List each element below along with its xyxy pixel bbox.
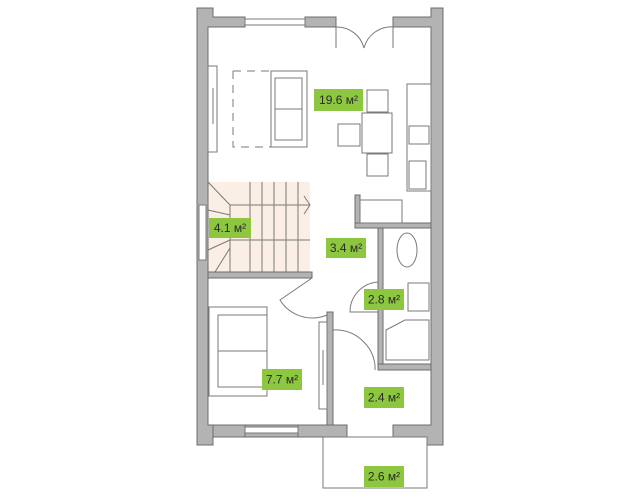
- room-label-bedroom: 7.7 м²: [262, 369, 302, 390]
- svg-text:2.4 м²: 2.4 м²: [368, 391, 400, 405]
- room-label-living-kitchen: 19.6 м²: [314, 89, 363, 111]
- room-label-porch: 2.6 м²: [364, 466, 404, 487]
- svg-text:2.6 м²: 2.6 м²: [368, 470, 400, 484]
- room-label-hallway: 3.4 м²: [326, 238, 366, 258]
- svg-text:3.4 м²: 3.4 м²: [330, 241, 362, 255]
- svg-text:7.7 м²: 7.7 м²: [266, 373, 298, 387]
- furniture: [207, 65, 432, 489]
- room-label-stairs: 4.1 м²: [209, 218, 251, 238]
- svg-text:2.8 м²: 2.8 м²: [368, 293, 400, 307]
- room-label-bathroom: 2.8 м²: [364, 289, 404, 310]
- room-label-entrance: 2.4 м²: [364, 387, 404, 408]
- windows: [198, 18, 306, 434]
- svg-text:19.6 м²: 19.6 м²: [319, 93, 358, 107]
- svg-text:4.1 м²: 4.1 м²: [214, 221, 246, 235]
